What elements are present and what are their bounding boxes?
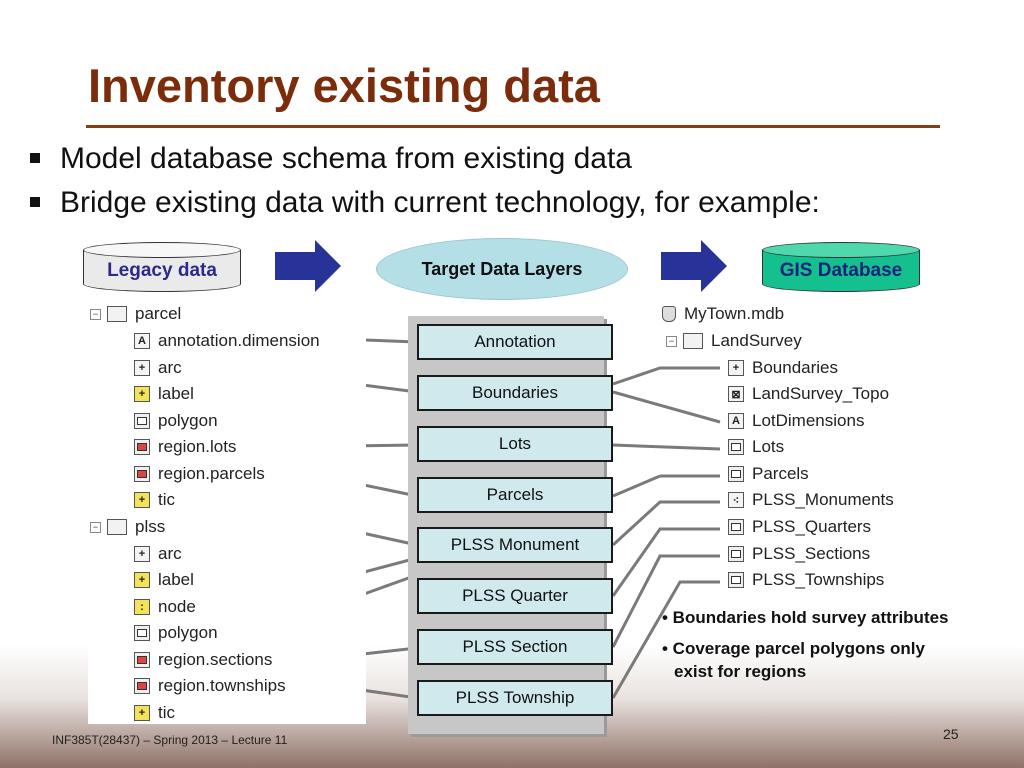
region-icon [134, 466, 150, 482]
polygon-icon [728, 519, 744, 535]
tree-database[interactable]: MyTown.mdb [662, 302, 784, 326]
database-icon [662, 306, 676, 322]
tree-item[interactable]: +label [134, 568, 194, 592]
polygon-icon [728, 466, 744, 482]
tree-item[interactable]: Lots [728, 435, 784, 459]
coverage-folder-icon [107, 519, 127, 535]
legacy-data-label: Legacy data [83, 250, 241, 292]
polygon-icon [134, 413, 150, 429]
link-section-out [611, 554, 720, 648]
annotation-icon: A [728, 413, 744, 429]
link-lots-out [612, 443, 721, 451]
bullet-item: Model database schema from existing data [28, 137, 820, 181]
tree-item[interactable]: region.sections [134, 648, 272, 672]
label-icon: + [134, 386, 150, 402]
link-lotdims-out [612, 390, 721, 424]
tree-item[interactable]: +label [134, 382, 194, 406]
polygon-icon [728, 439, 744, 455]
tree-item[interactable]: ⊠LandSurvey_Topo [728, 382, 889, 406]
tree-group-plss[interactable]: − plss [90, 515, 165, 539]
tic-icon: + [134, 705, 150, 721]
tree-item[interactable]: region.parcels [134, 462, 265, 486]
right-arrow-icon [275, 240, 341, 292]
title-underline [86, 125, 940, 128]
feature-dataset-icon [683, 333, 703, 349]
layer-boundaries: Boundaries [417, 375, 613, 411]
node-icon: : [134, 599, 150, 615]
layer-annotation: Annotation [417, 324, 613, 360]
annotation-icon: A [134, 333, 150, 349]
region-icon [134, 439, 150, 455]
label-icon: + [134, 572, 150, 588]
right-arrow-icon [661, 240, 727, 292]
collapse-icon[interactable]: − [90, 308, 101, 320]
tree-item[interactable]: +arc [134, 542, 182, 566]
note-coverage: • Coverage parcel polygons only exist fo… [662, 639, 925, 681]
tree-item[interactable]: ⁖PLSS_Monuments [728, 488, 894, 512]
arc-icon: + [134, 360, 150, 376]
tree-item[interactable]: polygon [134, 621, 218, 645]
tree-dataset[interactable]: − LandSurvey [666, 329, 802, 353]
region-icon [134, 652, 150, 668]
slide-title: Inventory existing data [88, 59, 600, 112]
link-parcels-out [612, 474, 661, 498]
tree-item[interactable]: PLSS_Townships [728, 568, 884, 592]
bullet-square-icon [30, 197, 40, 207]
layer-parcels: Parcels [417, 477, 613, 513]
link-quarter-out [611, 527, 720, 597]
legacy-data-cylinder: Legacy data [83, 242, 241, 292]
tic-icon: + [134, 492, 150, 508]
arc-icon: + [134, 546, 150, 562]
layer-plss-section: PLSS Section [417, 629, 613, 665]
link-boundaries-out [612, 366, 720, 386]
cylinder-top [83, 242, 241, 258]
tree-group-parcel[interactable]: − parcel [90, 302, 181, 326]
layer-plss-monument: PLSS Monument [417, 527, 613, 563]
coverage-folder-icon [107, 306, 127, 322]
arc-icon: + [728, 360, 744, 376]
polygon-icon [728, 572, 744, 588]
polygon-icon [134, 625, 150, 641]
tree-item[interactable]: Parcels [728, 462, 809, 486]
note-boundaries: • Boundaries hold survey attributes [662, 608, 949, 627]
cylinder-top [762, 242, 920, 258]
tree-item[interactable]: +tic [134, 701, 175, 725]
target-data-layers-ellipse: Target Data Layers [376, 238, 628, 300]
link-monument-out [611, 500, 720, 547]
point-icon: ⁖ [728, 492, 744, 508]
page-number: 25 [943, 726, 959, 742]
collapse-icon[interactable]: − [666, 335, 677, 347]
link-township-out [611, 580, 720, 699]
footer-text: INF385T(28437) – Spring 2013 – Lecture 1… [52, 733, 288, 747]
tree-item[interactable]: region.lots [134, 435, 236, 459]
tree-item[interactable]: :node [134, 595, 196, 619]
tree-item[interactable]: polygon [134, 409, 218, 433]
tree-item[interactable]: +arc [134, 356, 182, 380]
bullet-square-icon [30, 153, 40, 163]
tree-item[interactable]: +tic [134, 488, 175, 512]
gis-database-cylinder: GIS Database [762, 242, 920, 292]
tree-item[interactable]: region.townships [134, 674, 286, 698]
bullet-list: Model database schema from existing data… [28, 137, 820, 225]
region-icon [134, 678, 150, 694]
tree-item[interactable]: PLSS_Quarters [728, 515, 871, 539]
notes: • Boundaries hold survey attributes • Co… [662, 606, 952, 691]
tree-item[interactable]: PLSS_Sections [728, 542, 870, 566]
topology-icon: ⊠ [728, 386, 744, 402]
layer-plss-township: PLSS Township [417, 680, 613, 716]
bullet-item: Bridge existing data with current techno… [28, 181, 820, 225]
polygon-icon [728, 546, 744, 562]
layer-plss-quarter: PLSS Quarter [417, 578, 613, 614]
collapse-icon[interactable]: − [90, 521, 101, 533]
tree-item[interactable]: +Boundaries [728, 356, 838, 380]
layer-lots: Lots [417, 426, 613, 462]
